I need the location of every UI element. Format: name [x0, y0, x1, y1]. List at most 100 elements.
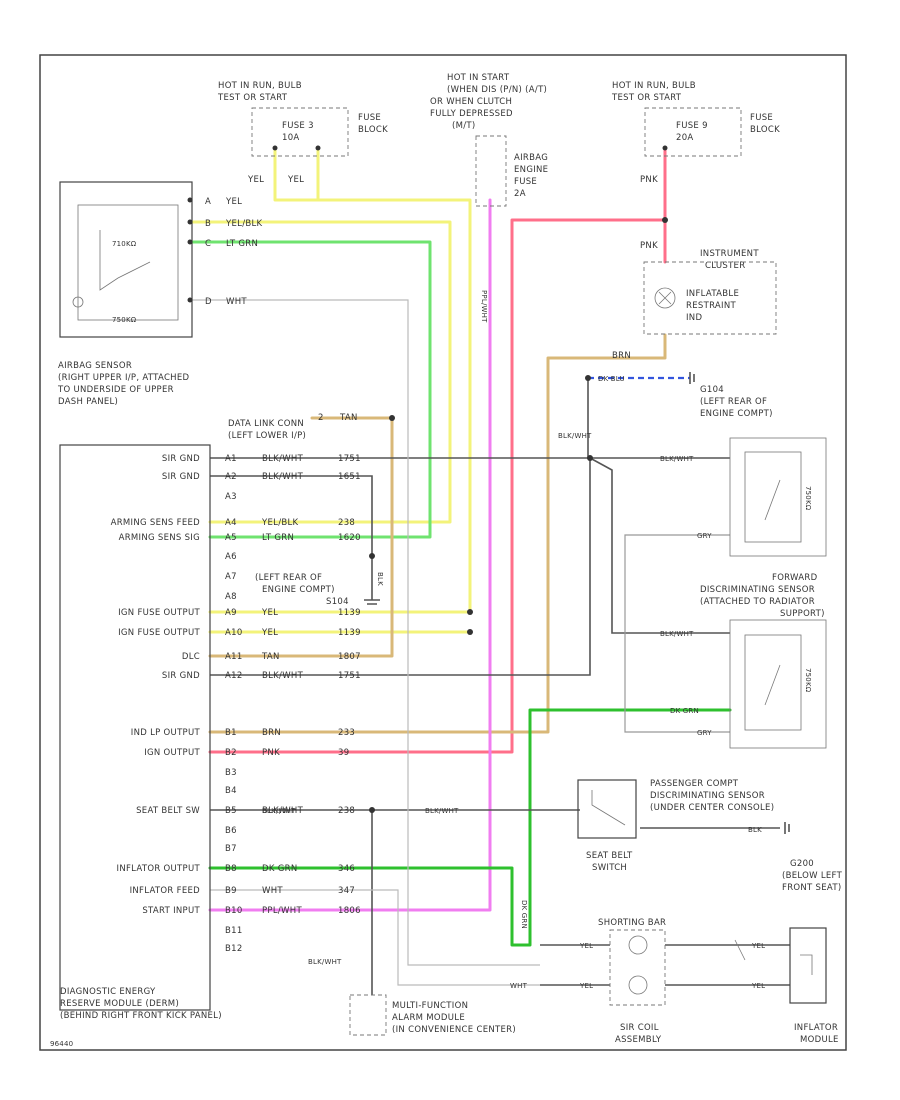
- derm-pin-circuit: 1807: [338, 652, 361, 662]
- arming-pin-d-wire: WHT: [226, 297, 247, 307]
- derm-pin-function: SIR GND: [162, 671, 200, 681]
- sir-coil-box: [609, 929, 666, 1006]
- b5-wire-tag: BLK/WHT: [262, 807, 296, 815]
- derm-pin-function: SIR GND: [162, 472, 200, 482]
- pass-wire-tag: BLK/WHT: [425, 807, 459, 815]
- arming-desc2: (RIGHT UPPER I/P, ATTACHED: [58, 373, 190, 383]
- arming-pin-c-wire: LT GRN: [226, 239, 258, 249]
- arming-desc3: TO UNDERSIDE OF UPPER: [57, 385, 174, 395]
- fuse-right-block1: FUSE: [750, 113, 773, 123]
- derm-pin-function: ARMING SENS FEED: [111, 518, 201, 528]
- arming-res2: 750KΩ: [112, 316, 137, 324]
- fwd-desc3: (ATTACHED TO RADIATOR: [700, 597, 815, 607]
- cluster-title2: CLUSTER: [705, 261, 745, 271]
- derm-pin-circuit: 233: [338, 728, 355, 738]
- b5-splice-dot: [369, 807, 375, 813]
- derm-desc1: DIAGNOSTIC ENERGY: [60, 987, 156, 997]
- derm-pin-number: A11: [225, 652, 243, 662]
- wires: [188, 146, 790, 995]
- wire-yel-blk: [188, 220, 452, 524]
- derm-desc3: (BEHIND RIGHT FRONT KICK PANEL): [60, 1011, 222, 1021]
- mfam-wire: BLK/WHT: [308, 958, 342, 966]
- fwd-res2: 750KΩ: [804, 668, 812, 693]
- fuse-left-block2: BLOCK: [358, 125, 388, 135]
- arming-pin-d: D: [205, 297, 212, 307]
- fwd-sensor-box-1: [729, 437, 827, 557]
- derm-pin-number: A6: [225, 552, 237, 562]
- fuse-left-test: TEST OR START: [217, 93, 288, 103]
- fuse-left-terminal-b: [315, 145, 321, 151]
- derm-pin-function: IGN FUSE OUTPUT: [118, 608, 200, 618]
- fuse-left-block1: FUSE: [358, 113, 381, 123]
- wire-ppl-wht: [208, 198, 492, 912]
- fwd-desc1: FORWARD: [772, 573, 818, 583]
- fuse-right-box: [644, 107, 742, 157]
- pass-wire-blk: BLK: [748, 826, 762, 834]
- derm-pin-circuit: 238: [338, 806, 355, 816]
- sir-coil-l2: ASSEMBLY: [615, 1035, 662, 1045]
- derm-pin-wire: DK GRN: [262, 864, 297, 874]
- passenger-sensor: BLK/WHT BLK/WHT SEAT BELT SWITCH PASSENG…: [262, 779, 842, 893]
- wire-dk-grn: [208, 708, 732, 947]
- fuse-mid-line1: HOT IN START: [447, 73, 510, 83]
- fuse-mid-line5: (M/T): [452, 121, 476, 131]
- derm-pin-number: B11: [225, 926, 243, 936]
- dlc-wire: TAN: [339, 413, 358, 423]
- arming-desc4: DASH PANEL): [58, 397, 118, 407]
- s104-id: S104: [326, 597, 349, 607]
- wire-tag-pnk2: PNK: [640, 241, 658, 251]
- derm-pin-function: START INPUT: [142, 906, 200, 916]
- cluster-box: [643, 261, 777, 335]
- wire-wht-arming: [190, 299, 540, 966]
- fuse-mid-f2: ENGINE: [514, 165, 548, 175]
- wire-tag-dk-blu: DK BLU: [598, 375, 625, 383]
- derm-pin-circuit: 238: [338, 518, 355, 528]
- derm-pin-number: A12: [225, 671, 243, 681]
- derm-pin-function: IGN FUSE OUTPUT: [118, 628, 200, 638]
- arming-res1: 710KΩ: [112, 240, 137, 248]
- g104-ground-icon: [689, 372, 695, 384]
- fuse-mid-line4: FULLY DEPRESSED: [430, 109, 513, 119]
- arming-pin-a-dot: [187, 197, 193, 203]
- cluster-ind-l2: RESTRAINT: [686, 301, 737, 311]
- derm-pin-wire: YEL: [261, 628, 278, 638]
- derm-pin-wire: PPL/WHT: [262, 906, 302, 916]
- wire-wht-b9: [210, 889, 540, 986]
- coil-winding-icon: [628, 935, 648, 955]
- derm-pin-wire: BLK/WHT: [262, 806, 304, 816]
- derm-pin-circuit: 1806: [338, 906, 361, 916]
- s104-ground-icon: [364, 599, 380, 605]
- wire-tag-yel2: YEL: [287, 175, 304, 185]
- fwd-res1: 750KΩ: [804, 486, 812, 511]
- fuse-right-name: FUSE 9: [676, 121, 708, 131]
- derm-pin-number: B10: [225, 906, 243, 916]
- derm-pin-number: B5: [225, 806, 237, 816]
- s104-dot: [369, 553, 375, 559]
- derm-pin-function: IND LP OUTPUT: [131, 728, 201, 738]
- g104-id: G104: [700, 385, 724, 395]
- sir-coil-l1: SIR COIL: [620, 1023, 659, 1033]
- derm-pin-number: A8: [225, 592, 237, 602]
- wire-gry-fwd: [624, 534, 730, 733]
- derm-pin-function: DLC: [182, 652, 200, 662]
- derm-pin-number: A7: [225, 572, 237, 582]
- inflator-l1: INFLATOR: [794, 1023, 838, 1033]
- data-link-connector: DATA LINK CONN (LEFT LOWER I/P) 2 TAN: [228, 413, 395, 441]
- fwd-sensor-inner-1: [744, 451, 802, 543]
- dlc-title1: DATA LINK CONN: [228, 419, 304, 429]
- g104-desc2: ENGINE COMPT): [700, 409, 773, 419]
- seat-belt-l1: SEAT BELT: [586, 851, 633, 861]
- derm-pin-circuit: 1651: [338, 472, 361, 482]
- derm-box: [59, 444, 211, 1011]
- arming-sensor: 710KΩ 750KΩ A YEL B YEL/BLK C LT GRN D W…: [57, 181, 262, 407]
- derm-pin-wire: PNK: [262, 748, 280, 758]
- fuse-mid-line2: (WHEN DIS (P/N) (A/T): [447, 85, 547, 95]
- derm-pin-number: B8: [225, 864, 237, 874]
- cluster-ind-l3: IND: [686, 313, 702, 323]
- derm-pin-circuit: 1139: [338, 628, 361, 638]
- dlc-title2: (LEFT LOWER I/P): [228, 431, 306, 441]
- inflator-l2: MODULE: [800, 1035, 839, 1045]
